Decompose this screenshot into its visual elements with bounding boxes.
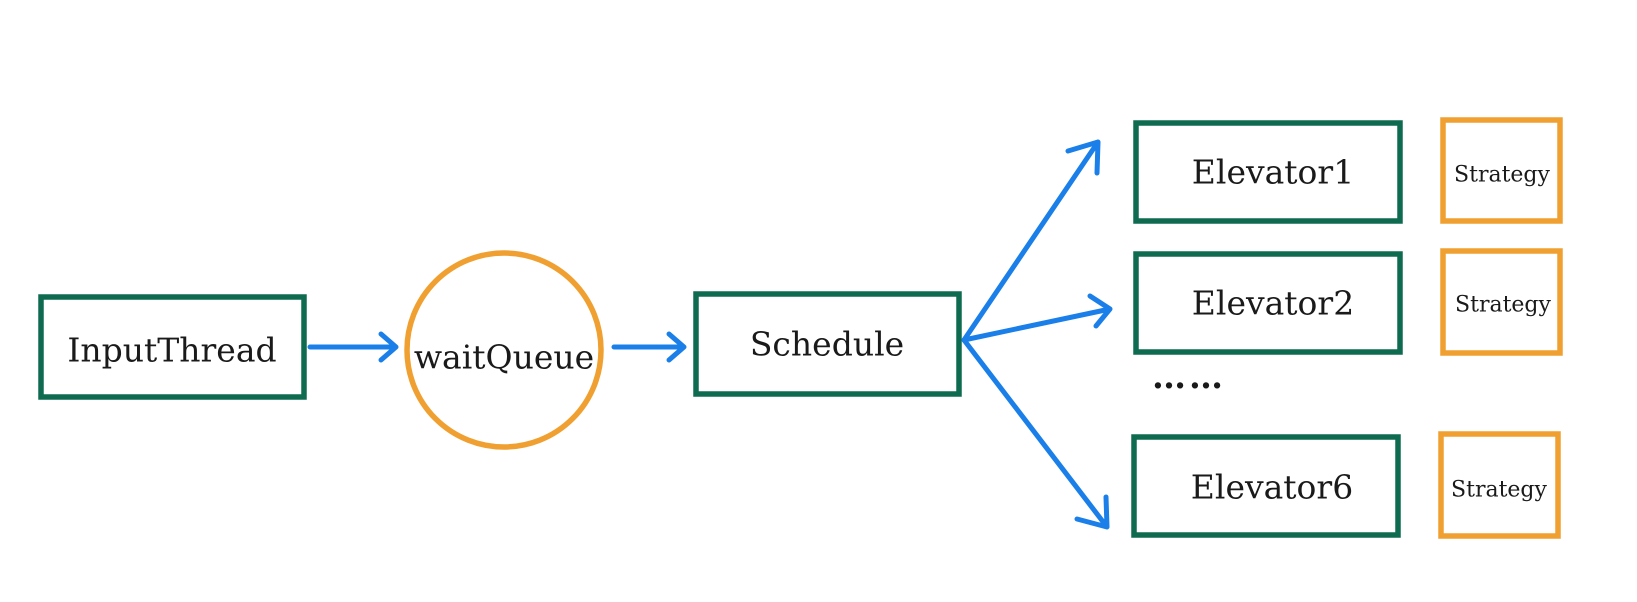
elevator-6-label: Elevator6 <box>1191 468 1353 507</box>
strategy-6-node: Strategy <box>1438 431 1561 539</box>
elevator-6-box <box>1131 434 1401 538</box>
strategy-1-box <box>1440 117 1563 224</box>
input-thread-box <box>38 294 307 400</box>
arrow-queue-to-schedule <box>611 331 687 363</box>
strategy-6-box <box>1438 431 1561 539</box>
arrow-input-to-queue <box>307 331 399 363</box>
arrow-schedule-to-elevator-6 <box>961 337 1110 530</box>
elevator-6-node: Elevator6 <box>1131 434 1401 538</box>
strategy-2-node: Strategy <box>1440 248 1563 356</box>
wait-queue-label: waitQueue <box>414 338 594 377</box>
elevator-2-node: Elevator2 <box>1133 251 1403 355</box>
arrow-schedule-to-elevator-2 <box>961 293 1113 343</box>
strategy-1-label: Strategy <box>1454 163 1550 188</box>
schedule-node: Schedule <box>693 291 962 397</box>
elevator-1-box <box>1133 120 1403 224</box>
elevator-1-label: Elevator1 <box>1192 153 1354 192</box>
schedule-box <box>693 291 962 397</box>
wait-queue-circle <box>404 250 604 450</box>
wait-queue-node: waitQueue <box>404 250 604 450</box>
strategy-6-label: Strategy <box>1451 478 1547 503</box>
ellipsis: …… <box>1152 357 1226 397</box>
elevator-1-node: Elevator1 <box>1133 120 1403 224</box>
input-thread-label: InputThread <box>67 331 276 370</box>
schedule-label: Schedule <box>750 325 904 364</box>
input-thread-node: InputThread <box>38 294 307 400</box>
strategy-1-node: Strategy <box>1440 117 1563 224</box>
strategy-2-box <box>1440 248 1563 356</box>
elevator-2-label: Elevator2 <box>1192 284 1354 323</box>
arrow-schedule-to-elevator-1 <box>961 139 1101 343</box>
elevator-2-box <box>1133 251 1403 355</box>
strategy-2-label: Strategy <box>1455 293 1551 318</box>
